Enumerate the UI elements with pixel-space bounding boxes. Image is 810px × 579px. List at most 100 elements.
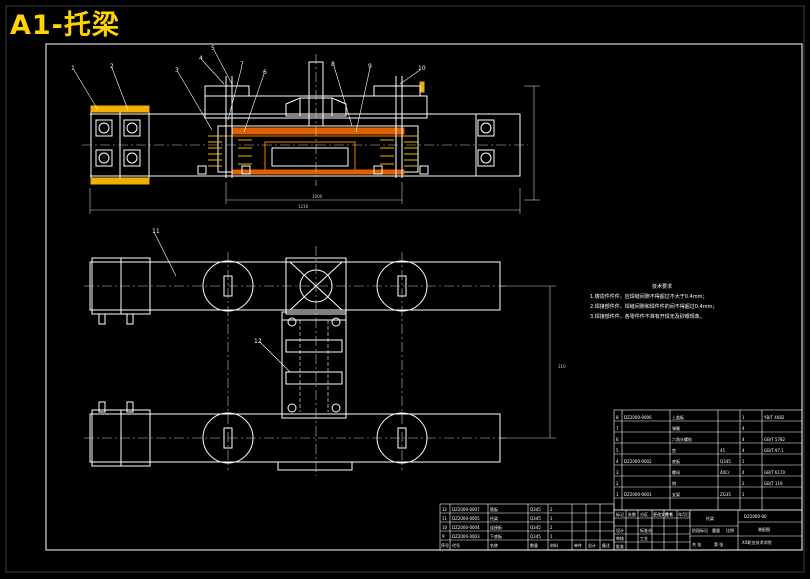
- parts-row-3-qty: 4: [742, 448, 745, 453]
- dim-right-plan: 310: [558, 364, 566, 369]
- parts-row-3-material: 45: [720, 448, 726, 453]
- tb-label-1: 处数: [628, 511, 636, 517]
- tb-label-13: 比例: [726, 527, 734, 533]
- lower-row-3-material: Q345: [530, 534, 541, 539]
- tb-label-2: 分区: [640, 511, 648, 517]
- tb-label-10: 批准: [616, 543, 624, 549]
- lower-row-3-code: DZ2000-0003: [452, 534, 480, 539]
- callout-leaders: [73, 49, 421, 133]
- tb-label-12: 重量: [712, 527, 720, 533]
- callout-2: 2: [110, 63, 114, 70]
- lower-row-1-qty: 1: [550, 516, 553, 521]
- callout-8: 8: [331, 61, 335, 68]
- callout-1: 1: [71, 65, 75, 72]
- outer-trim-border: [5, 5, 805, 573]
- front-view: [82, 54, 540, 214]
- lower-footer-7: 备注: [602, 542, 610, 548]
- tb-label-5: 年月日: [678, 511, 690, 517]
- plan-view: [84, 231, 556, 476]
- parts-row-2-no: 6: [616, 437, 619, 442]
- parts-row-1-no: 7: [616, 426, 619, 431]
- assembly-label: 装配图: [758, 526, 770, 532]
- technical-requirements: 技术要求 1.铸造件件件，应焊缝间隙不得超过不大于0.4mm； 2.焊接部件件，…: [590, 282, 717, 322]
- lower-footer-5: 单件: [574, 542, 582, 548]
- parts-row-5-no: 3: [616, 470, 619, 475]
- lower-row-2-material: Q345: [530, 525, 541, 530]
- drawing-name: 托梁: [706, 515, 714, 521]
- parts-row-7-material: ZG35: [720, 492, 731, 497]
- lower-row-2-name: 连接板: [490, 524, 502, 530]
- parts-row-5-note: GB/T 6170: [764, 470, 786, 475]
- parts-row-3-name: 垫: [672, 447, 676, 453]
- parts-row-4-material: Q345: [720, 459, 731, 464]
- callout-10: 10: [418, 65, 426, 72]
- callout-5: 5: [211, 45, 215, 52]
- lower-row-0-no: 12: [442, 507, 448, 512]
- lower-footer-0: 序号: [441, 542, 449, 548]
- lower-row-0-name: 筋板: [490, 506, 498, 512]
- lower-row-1-code: DZ2000-0005: [452, 516, 480, 521]
- parts-row-7-name: 支架: [672, 491, 680, 497]
- parts-row-7-qty: 1: [742, 492, 745, 497]
- lower-row-1-material: Q345: [530, 516, 541, 521]
- callout-11: 11: [152, 228, 160, 235]
- tech-item-1: 1.铸造件件件，应焊缝间隙不得超过不大于0.4mm；: [590, 294, 708, 300]
- tb-label-15: 第 张: [714, 541, 723, 547]
- callout-9: 9: [368, 63, 372, 70]
- tb-label-0: 标记: [616, 511, 624, 517]
- lower-row-1-name: 托梁: [490, 515, 498, 521]
- callout-labels: 1 2 3 4 5 6 7 8 9 10: [71, 45, 426, 76]
- parts-row-4-code: DZ2000-0002: [624, 459, 652, 464]
- tb-label-6: 设计: [616, 527, 624, 533]
- parts-row-0-qty: 1: [742, 415, 745, 420]
- callout-12: 12: [254, 338, 262, 345]
- lower-parts-table: [439, 503, 615, 551]
- parts-row-6-name: 销: [672, 480, 676, 486]
- tech-item-3: 3.焊接部件件，各零件件不准有开焊无及砂眼现象。: [590, 314, 705, 320]
- lower-row-1-no: 11: [442, 516, 448, 521]
- drawing-border: [45, 43, 803, 551]
- parts-row-0-note: YB/T 4082: [763, 415, 785, 420]
- parts-row-3-note: GB/T 97.1: [764, 448, 784, 453]
- lower-row-2-qty: 2: [550, 525, 553, 530]
- tb-label-14: 共 张: [692, 541, 701, 547]
- parts-row-0-no: 8: [616, 415, 619, 420]
- tb-label-4: 签名: [665, 511, 673, 517]
- parts-row-4-qty: 1: [742, 459, 745, 464]
- dim-bottom-inner: 1000: [312, 194, 323, 199]
- front-dimension-labels: 1000 1216: [298, 194, 323, 209]
- dim-bottom-overall: 1216: [298, 204, 309, 209]
- parts-row-2-name: 六角头螺栓: [672, 436, 692, 442]
- tech-item-2: 2.焊接部件件，焊缝间隙和焊件件的间不得超过0.4mm；: [590, 304, 718, 310]
- parts-row-6-note: GB/T 119: [764, 481, 783, 486]
- tb-label-7: 标准化: [640, 527, 652, 533]
- parts-row-1-qty: 4: [742, 426, 745, 431]
- parts-row-5-qty: 4: [742, 470, 745, 475]
- callout-7: 7: [240, 61, 244, 68]
- parts-row-0-name: 上盖板: [672, 414, 684, 420]
- parts-row-3-no: 5: [616, 448, 619, 453]
- lower-row-3-name: 下底板: [490, 533, 502, 539]
- tb-label-9: 工艺: [640, 536, 648, 541]
- lower-row-2-no: 10: [442, 525, 448, 530]
- tb-label-8: 审核: [616, 535, 624, 541]
- parts-row-2-qty: 4: [742, 437, 745, 442]
- lower-row-2-code: DZ2000-0004: [452, 525, 480, 530]
- lower-row-0-code: DZ2000-0007: [452, 507, 480, 512]
- parts-row-0-code: DZ2000-0006: [624, 415, 652, 420]
- title-block-text: 托梁 DZ2000-00 装配图 XX职业技术学院 标记 处数 分区 更改文件号…: [616, 511, 771, 549]
- parts-row-4-no: 4: [616, 459, 619, 464]
- parts-row-7-code: DZ2000-0001: [624, 492, 652, 497]
- tech-heading: 技术要求: [652, 284, 673, 290]
- lower-footer-3: 数量: [530, 542, 538, 548]
- parts-row-2-note: GB/T 5782: [764, 437, 786, 442]
- parts-row-7-no: 1: [616, 492, 619, 497]
- lower-row-0-qty: 2: [550, 507, 553, 512]
- lower-footer-6: 总计: [588, 542, 596, 548]
- lower-row-0-material: Q345: [530, 507, 541, 512]
- callout-4: 4: [199, 55, 203, 62]
